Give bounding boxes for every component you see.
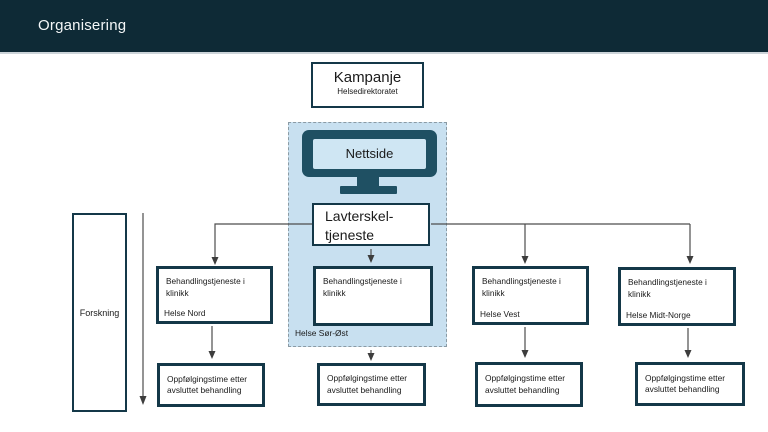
arrowhead <box>367 255 375 263</box>
clinic-box-helse-vest: Behandlingstjeneste i klinikk Helse Vest <box>472 266 589 325</box>
clinic-region: Helse Nord <box>164 308 206 318</box>
arrowhead <box>208 351 216 359</box>
kampanje-title: Kampanje <box>333 69 402 86</box>
clinic-title: Behandlingstjeneste i klinikk <box>323 276 402 298</box>
followup-text: Oppfølgingstime etter avsluttet behandli… <box>167 373 248 396</box>
clinic-box-helse-nord: Behandlingstjeneste i klinikk Helse Nord <box>156 266 273 324</box>
title-bar: Organisering <box>0 0 768 54</box>
clinic-title: Behandlingstjeneste i klinikk <box>166 276 245 298</box>
followup-box-midt-norge: Oppfølgingstime etter avsluttet behandli… <box>635 362 745 406</box>
clinic-title: Behandlingstjeneste i klinikk <box>628 277 707 299</box>
monitor-stand-base <box>340 186 397 194</box>
kampanje-subtitle: Helsedirektoratet <box>337 87 398 96</box>
monitor-stand-neck <box>357 177 379 187</box>
arrowhead <box>521 350 529 358</box>
followup-box-vest: Oppfølgingstime etter avsluttet behandli… <box>475 362 583 407</box>
arrowhead <box>686 256 694 264</box>
lavterskel-line2: tjeneste <box>325 227 375 243</box>
clinic-region: Helse Vest <box>480 309 520 319</box>
forskning-label: Forskning <box>79 307 120 318</box>
followup-box-sorost: Oppfølgingstime etter avsluttet behandli… <box>317 363 426 406</box>
monitor-screen: Nettside <box>313 139 426 169</box>
clinic-title: Behandlingstjeneste i klinikk <box>482 276 561 298</box>
forskning-box: Forskning <box>72 213 127 412</box>
lavterskel-line1: Lavterskel- <box>325 208 394 224</box>
followup-text: Oppfølgingstime etter avsluttet behandli… <box>645 372 726 395</box>
arrowhead <box>367 353 375 361</box>
followup-box-nord: Oppfølgingstime etter avsluttet behandli… <box>157 363 265 407</box>
clinic-box-helse-midt-norge: Behandlingstjeneste i klinikk Helse Midt… <box>618 267 736 326</box>
page-title: Organisering <box>38 17 127 34</box>
clinic-region: Helse Midt-Norge <box>626 310 691 320</box>
followup-text: Oppfølgingstime etter avsluttet behandli… <box>485 373 566 395</box>
clinic-box-helse-sorost: Behandlingstjeneste i klinikk <box>313 266 433 326</box>
followup-text: Oppfølgingstime etter avsluttet behandli… <box>327 373 408 395</box>
connector-left <box>214 223 312 257</box>
nettside-label: Nettside <box>345 146 394 161</box>
arrowhead <box>521 256 529 264</box>
lavterskel-box: Lavterskel- tjeneste <box>312 203 430 246</box>
region-label: Helse Sør-Øst <box>295 328 349 338</box>
arrowhead <box>139 396 147 405</box>
kampanje-box: Kampanje Helsedirektoratet <box>311 62 424 108</box>
arrowhead <box>211 257 219 265</box>
arrowhead <box>684 350 692 358</box>
